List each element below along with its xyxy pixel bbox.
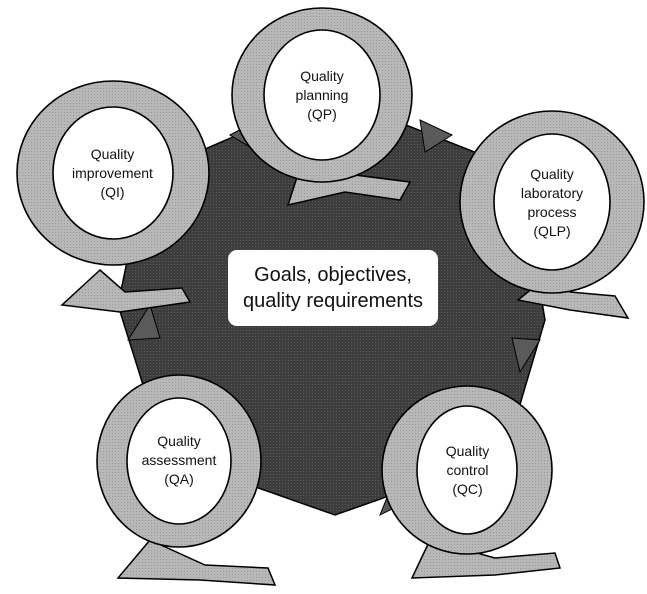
ring-qlp	[459, 110, 645, 294]
node-quality-control: Quality control (QC)	[410, 415, 525, 525]
cycle-arrow-3	[511, 337, 541, 374]
node-qi-line-2: improvement	[72, 164, 153, 181]
node-qp-line-2: planning	[295, 86, 349, 103]
node-qlp-line-4: (QLP)	[533, 222, 571, 239]
center-line-1: Goals, objectives,	[254, 264, 412, 286]
node-quality-improvement: Quality improvement (QI)	[50, 118, 175, 228]
cycle-arrow-5	[127, 303, 161, 341]
node-qc-line-2: control	[446, 461, 489, 478]
ring-qa	[96, 374, 262, 548]
q-tail-qa	[116, 539, 277, 586]
ring-qc	[381, 385, 553, 555]
node-qc-line-1: Quality	[445, 442, 490, 459]
center-goals-box: Goals, objectives, quality requirements	[228, 250, 438, 326]
node-qi-line-1: Quality	[90, 145, 135, 162]
node-quality-laboratory-process: Quality laboratory process (QLP)	[492, 145, 612, 260]
node-qlp-line-2: laboratory	[520, 184, 584, 201]
ring-qi	[16, 80, 210, 266]
node-qi-line-3: (QI)	[100, 183, 125, 200]
node-qa-line-3: (QA)	[164, 470, 194, 487]
cycle-arrow-2	[419, 119, 454, 153]
q-tail-qi	[60, 268, 192, 313]
node-qlp-line-1: Quality	[530, 165, 574, 182]
node-quality-planning: Quality planning (QP)	[262, 40, 382, 150]
node-qa-line-1: Quality	[157, 432, 201, 449]
node-qa-line-2: assessment	[141, 451, 217, 468]
node-qp-line-1: Quality	[300, 67, 344, 84]
node-qp-line-3: (QP)	[307, 105, 337, 122]
ring-qp	[231, 7, 413, 183]
node-qc-line-3: (QC)	[452, 480, 483, 497]
center-line-2: quality requirements	[242, 290, 424, 312]
node-qlp-line-3: process	[527, 203, 577, 220]
node-quality-assessment: Quality assessment (QA)	[119, 405, 239, 515]
